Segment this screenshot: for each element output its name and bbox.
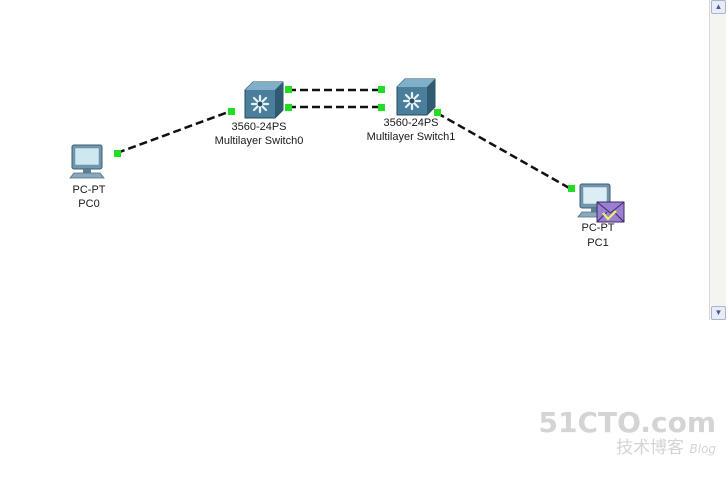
switch1-model-label: 3560-24PS — [383, 117, 439, 129]
link-light — [378, 86, 385, 93]
pc0-name-label: PC0 — [78, 198, 100, 210]
vertical-scrollbar[interactable]: ▲ ▼ — [709, 0, 726, 320]
link-light — [568, 185, 575, 192]
link-light — [228, 108, 235, 115]
watermark-subtitle: 技术博客 — [616, 438, 685, 458]
switch0-multilayer-switch-icon[interactable] — [244, 81, 284, 119]
watermark-blog-tag: Blog — [689, 442, 716, 456]
link-light — [285, 86, 292, 93]
switch1-name-label: Multilayer Switch1 — [366, 131, 456, 143]
pc0-computer-icon[interactable] — [69, 144, 105, 179]
scroll-up-arrow-icon[interactable]: ▲ — [711, 0, 726, 14]
cable-switch1-pc1[interactable] — [436, 111, 572, 191]
switch1-multilayer-switch-icon[interactable] — [396, 78, 436, 116]
envelope-icon[interactable] — [596, 201, 625, 223]
switch0-name-label: Multilayer Switch0 — [214, 135, 304, 147]
watermark: 51CTO.com 技术博客 Blog — [539, 408, 716, 459]
link-light — [378, 104, 385, 111]
pc1-name-label: PC1 — [587, 237, 609, 249]
scroll-down-arrow-icon[interactable]: ▼ — [711, 306, 726, 320]
link-light — [285, 104, 292, 111]
link-light — [114, 150, 121, 157]
cable-pc0-switch0[interactable] — [116, 109, 232, 155]
switch0-model-label: 3560-24PS — [231, 121, 287, 133]
link-light — [434, 109, 441, 116]
pc1-model-label: PC-PT — [581, 222, 615, 234]
pc0-model-label: PC-PT — [72, 184, 106, 196]
watermark-logo: 51CTO.com — [538, 406, 716, 439]
